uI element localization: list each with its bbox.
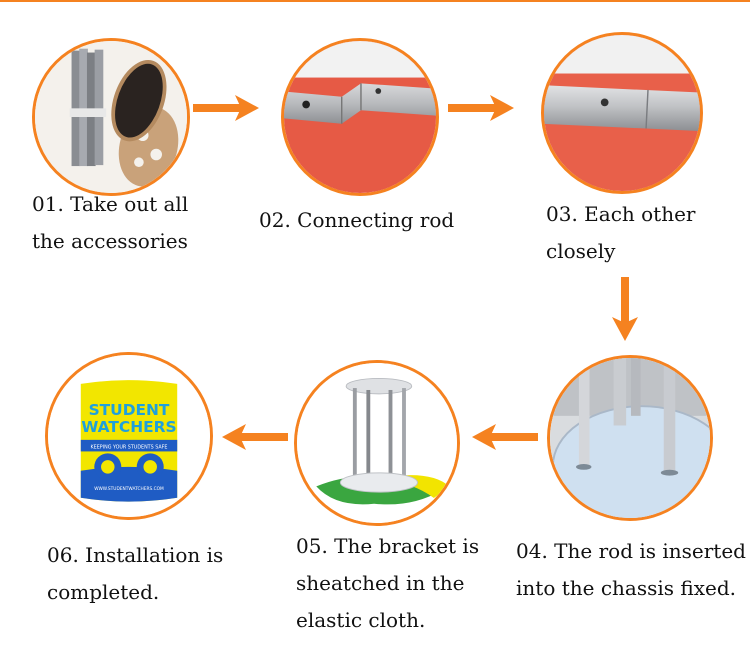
step-4-caption: 04. The rod is inserted into the chassis…	[516, 533, 746, 607]
step-4-photo	[547, 355, 713, 521]
step-5-photo	[294, 360, 460, 526]
step-2-caption: 02. Connecting rod	[259, 202, 454, 239]
step-6-line-1: Installation is	[85, 543, 224, 567]
step-3-caption: 03. Each other closely	[546, 196, 696, 270]
top-accent-line	[0, 0, 750, 2]
arrow-right-icon	[448, 95, 514, 121]
step-3-line-2: closely	[546, 239, 616, 263]
base-plates	[111, 59, 179, 187]
step-1-line-2: the accessories	[32, 229, 188, 253]
step-5-line-3: elastic cloth.	[296, 608, 426, 632]
brand-line-2: WATCHERS	[81, 418, 176, 436]
step-6-number: 06.	[47, 543, 79, 567]
step-1-photo	[32, 38, 190, 196]
step-5-line-1: The bracket is	[334, 534, 480, 558]
step-2-line-1: Connecting rod	[297, 208, 455, 232]
step-6-caption: 06. Installation is completed.	[47, 537, 223, 611]
brand-line-1: STUDENT	[89, 401, 170, 419]
brand-url: WWW.STUDENTWATCHERS.COM	[94, 486, 164, 492]
step-3-photo	[541, 32, 703, 194]
step-1-line-1: Take out all	[70, 192, 189, 216]
step-4-number: 04.	[516, 539, 548, 563]
step-2-photo	[281, 38, 439, 196]
arrow-down-icon	[612, 277, 638, 341]
step-5-caption: 05. The bracket is sheatched in the elas…	[296, 528, 479, 639]
step-3-line-1: Each other	[584, 202, 696, 226]
step-6-photo: STUDENT WATCHERS KEEPING YOUR STUDENTS S…	[45, 352, 213, 520]
step-1-number: 01.	[32, 192, 64, 216]
step-5-number: 05.	[296, 534, 328, 558]
rod-bundle	[69, 48, 107, 167]
arrow-right-icon	[193, 95, 259, 121]
step-3-number: 03.	[546, 202, 578, 226]
brand-tagline: KEEPING YOUR STUDENTS SAFE	[91, 445, 168, 451]
arrow-left-icon	[222, 424, 288, 450]
step-2-number: 02.	[259, 208, 291, 232]
arrow-left-icon	[472, 424, 538, 450]
step-6-line-2: completed.	[47, 580, 160, 604]
step-5-line-2: sheatched in the	[296, 571, 465, 595]
step-4-line-1: The rod is inserted	[554, 539, 746, 563]
step-1-caption: 01. Take out all the accessories	[32, 186, 188, 260]
step-4-line-2: into the chassis fixed.	[516, 576, 736, 600]
